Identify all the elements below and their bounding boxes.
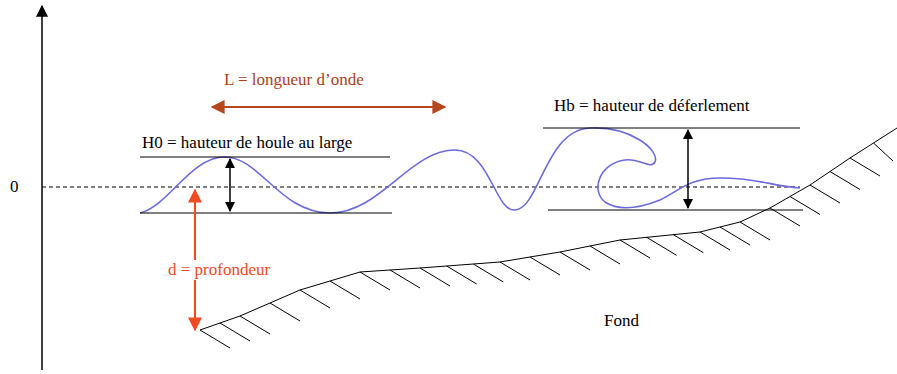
seabed-hatch [530,257,560,275]
still-water-line [42,187,800,188]
seabed-hatch [220,323,250,341]
seabed-hatch [447,266,477,284]
seabed-hatch [770,208,800,226]
seabed-hatch [647,237,677,255]
vertical-axis [41,6,43,370]
seabed-hatch [673,235,703,253]
seabed-hatch [830,172,860,190]
wavelength-arrow [212,106,445,108]
seabed-hatch [790,197,820,215]
seabed-hatch [500,262,530,280]
breaking-crest-line [543,128,800,129]
seabed-hatch [360,272,390,290]
seabed-hatch [200,330,230,348]
seabed-hatch [700,232,730,250]
axis-zero: 0 [8,177,21,197]
wavelength-label: L = longueur d’onde [222,70,366,90]
seabed-hatch [420,268,450,286]
crest-line [140,157,390,158]
height-arrow [229,159,231,211]
seabed-hatch [270,303,300,321]
seabed-label: Fond [602,311,641,331]
seabed-hatch [850,158,880,176]
offshore-height-label: H0 = hauteur de houle au large [140,133,354,153]
seabed-hatch [740,222,770,240]
seabed-hatch [590,246,620,264]
seabed-hatch [620,240,650,258]
trough-line [140,213,392,214]
seabed-hatch [473,264,503,282]
breaking-height-arrow [687,130,689,208]
breaking-trough-line [548,210,803,211]
seabed-hatch [720,227,750,245]
seabed-hatch [240,316,270,334]
seabed-hatch [300,290,330,308]
seabed-hatch [560,252,590,270]
seabed-hatch [810,185,840,203]
seabed-hatch [874,143,894,161]
wave-profile [140,128,800,213]
seabed-hatch [390,270,420,288]
depth-label: d = profondeur [166,260,272,280]
seabed-hatch [330,281,360,299]
breaking-height-label: Hb = hauteur de déferlement [552,96,752,116]
seabed-line [200,128,897,330]
